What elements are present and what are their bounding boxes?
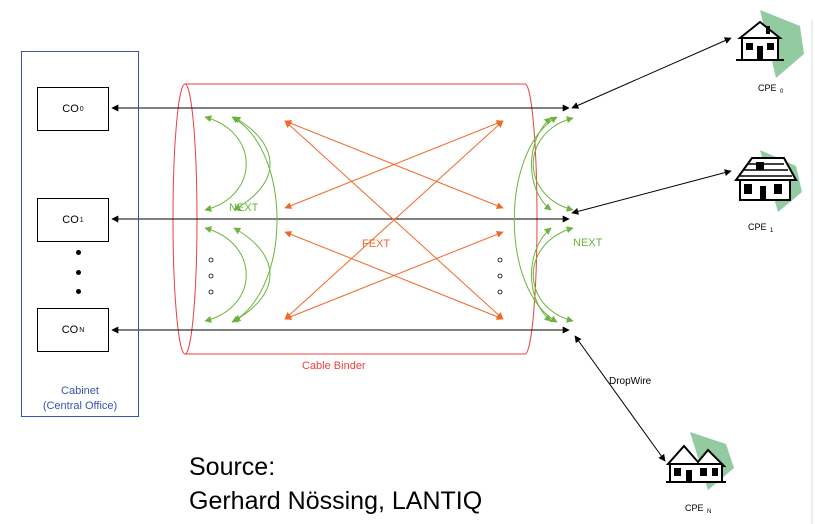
co-sub-1: 1 bbox=[79, 216, 84, 224]
next-label-left: NEXT bbox=[229, 202, 259, 214]
fext-arrows bbox=[284, 120, 504, 320]
dropwire-label: DropWire bbox=[609, 376, 652, 387]
cable-binder-label: Cable Binder bbox=[302, 360, 366, 372]
next-arcs-left bbox=[204, 115, 278, 323]
next-label-right: NEXT bbox=[573, 237, 603, 249]
house-icon bbox=[734, 150, 802, 212]
house-icon bbox=[665, 432, 734, 490]
cabinet-label-line2: (Central Office) bbox=[42, 400, 118, 412]
ellipsis-dot bbox=[76, 250, 81, 255]
cabinet-label-line1: Cabinet bbox=[61, 385, 99, 397]
cpe-link-1 bbox=[571, 169, 732, 215]
ellipsis-dot bbox=[76, 289, 81, 294]
cpe-label-n-text: CPE bbox=[685, 503, 704, 513]
next-arcs-right bbox=[513, 116, 574, 323]
fext-label: FEXT bbox=[362, 238, 391, 250]
binder-dots bbox=[208, 257, 503, 295]
cpe-label-0: CPE 0 bbox=[758, 83, 783, 95]
co-sub-0: 0 bbox=[79, 105, 84, 113]
cpe-label-1: CPE 1 bbox=[748, 222, 773, 234]
dropwire-line bbox=[574, 335, 666, 462]
cpe-label-n-sub: N bbox=[707, 509, 712, 515]
co-sub-n: N bbox=[79, 326, 85, 334]
co-label-1: CO bbox=[62, 214, 79, 226]
cpe-label-0-sub: 0 bbox=[780, 89, 784, 95]
cpe-label-n: CPE N bbox=[685, 503, 711, 515]
cpe-label-0-text: CPE bbox=[758, 83, 777, 93]
co-label-0: CO bbox=[62, 103, 79, 115]
cpe-links bbox=[571, 37, 732, 462]
cabinet-frame bbox=[21, 51, 139, 417]
ellipsis-dot bbox=[76, 270, 81, 275]
co-label-n: CO bbox=[61, 324, 79, 336]
house-icon bbox=[736, 10, 804, 78]
source-line-1: Source: bbox=[189, 453, 276, 481]
cpe-label-1-text: CPE bbox=[748, 222, 767, 232]
source-line-2: Gerhard Nössing, LANTIQ bbox=[189, 487, 483, 515]
cpe-link-0 bbox=[571, 37, 732, 109]
cpe-label-1-sub: 1 bbox=[770, 228, 774, 234]
